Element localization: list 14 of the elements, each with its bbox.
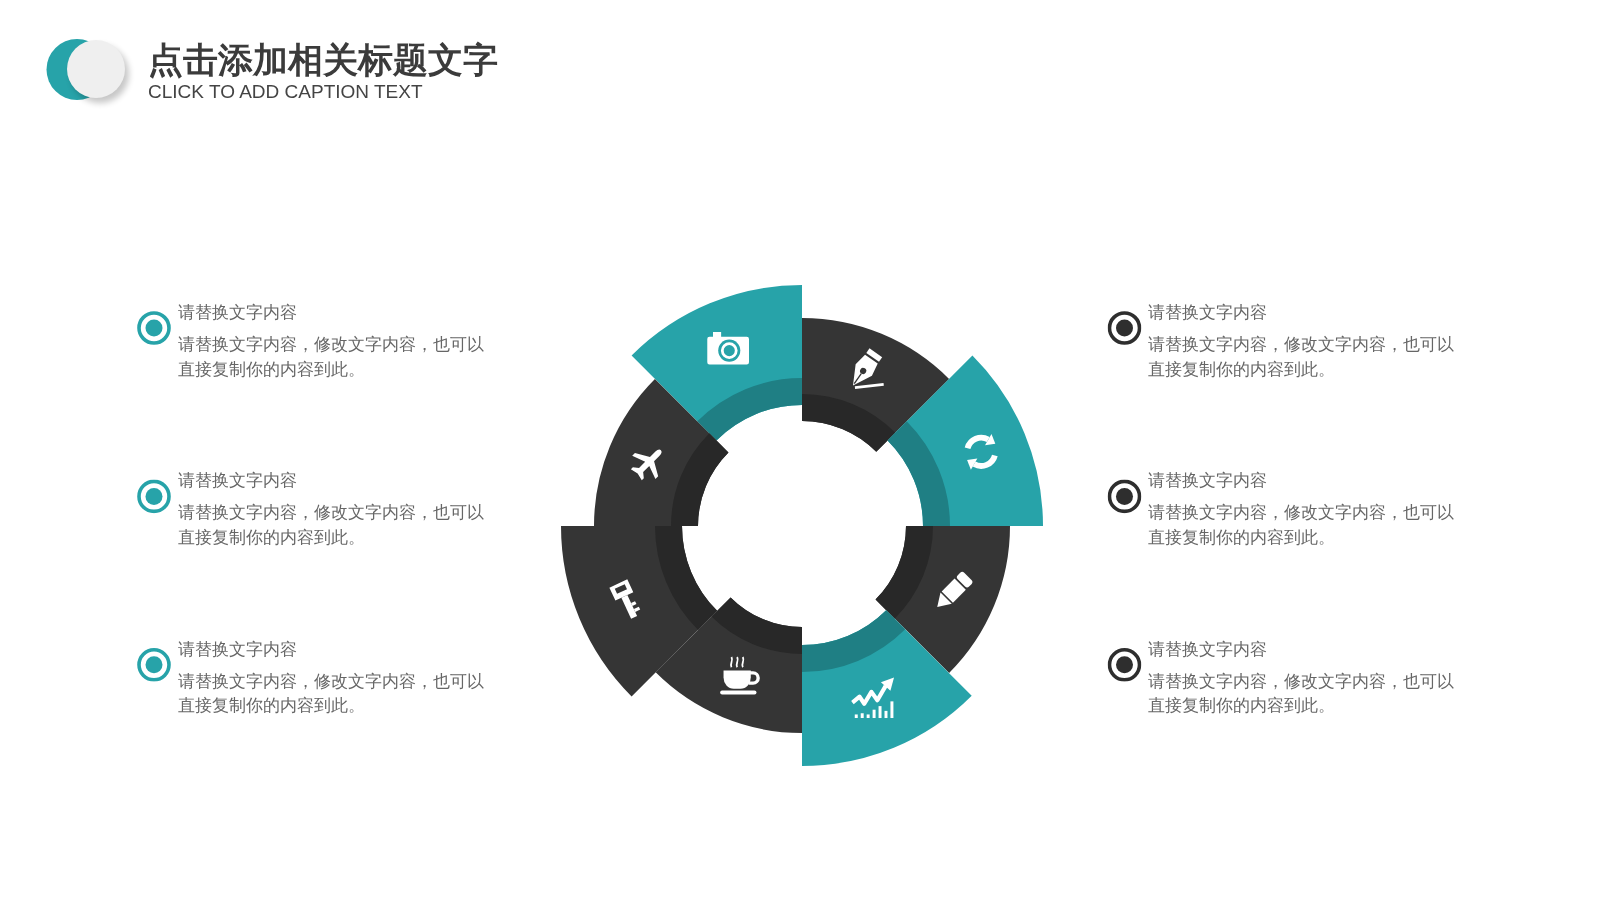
- title: 点击添加相关标题文字: [148, 39, 498, 82]
- item-heading: 请替换文字内容: [178, 470, 297, 493]
- item-heading: 请替换文字内容: [178, 638, 297, 661]
- item-description: 请替换文字内容，修改文字内容，也可以直接复制你的内容到此。: [178, 334, 485, 381]
- item-description: 请替换文字内容，修改文字内容，也可以直接复制你的内容到此。: [1148, 334, 1455, 381]
- item-description: 请替换文字内容，修改文字内容，也可以直接复制你的内容到此。: [1148, 670, 1455, 718]
- item-description: 请替换文字内容，修改文字内容，也可以直接复制你的内容到此。: [178, 670, 485, 718]
- item-heading: 请替换文字内容: [1148, 302, 1267, 324]
- item-description: 请替换文字内容，修改文字内容，也可以直接复制你的内容到此。: [1148, 502, 1455, 549]
- subtitle: CLICK TO ADD CAPTION TEXT: [148, 81, 423, 103]
- item-heading: 请替换文字内容: [178, 302, 297, 324]
- item-heading: 请替换文字内容: [1148, 470, 1267, 493]
- item-description: 请替换文字内容，修改文字内容，也可以直接复制你的内容到此。: [178, 502, 485, 549]
- item-heading: 请替换文字内容: [1148, 638, 1267, 661]
